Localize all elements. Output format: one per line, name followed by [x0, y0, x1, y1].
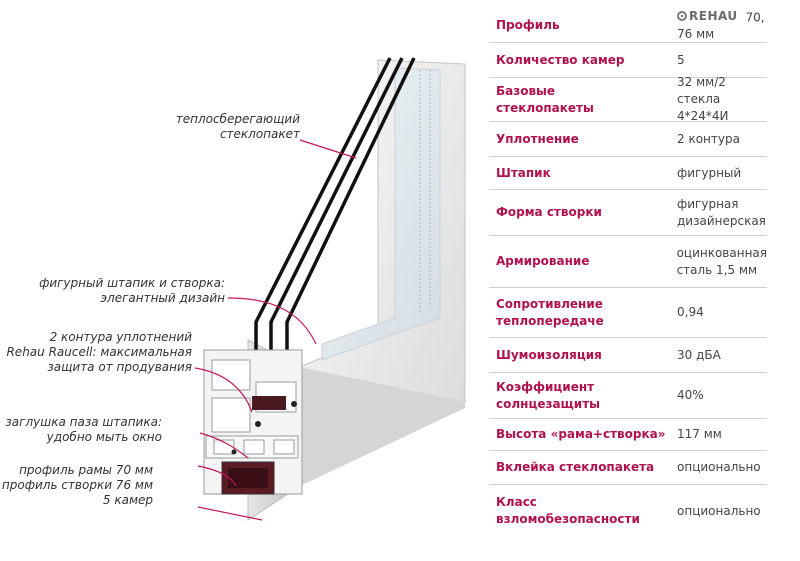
spec-value-line: опционально [677, 503, 761, 518]
spec-label-line: Базовые [496, 83, 556, 98]
spec-value: оцинкованная сталь 1,5 мм [669, 245, 767, 279]
spec-value-line: 117 мм [677, 427, 722, 441]
spec-value: 32 мм/2 стекла 4*24*4И [669, 74, 767, 125]
spec-label-line: Шумоизоляция [496, 347, 602, 362]
spec-label: Штапик [489, 165, 669, 182]
spec-row: Уплотнение 2 контура [489, 122, 767, 157]
spec-value-line: опционально [677, 460, 761, 474]
spec-table: Профиль REHAU 70, 76 мм Количество камер… [489, 9, 767, 537]
spec-label-line: Форма створки [496, 205, 602, 219]
callout-bead-and-sash: фигурный штапик и створка: элегантный ди… [39, 276, 225, 306]
spec-row: Шумоизоляция 30 дБА [489, 338, 767, 373]
callout-line: профиль рамы 70 мм [19, 463, 153, 477]
spec-value-line: оцинкованная [676, 245, 767, 260]
callout-line: удобно мыть окно [46, 430, 162, 444]
spec-label: Вклейка стеклопакета [489, 459, 669, 476]
spec-row: Высота «рама+створка» 117 мм [489, 419, 767, 451]
callout-profile-sizes: профиль рамы 70 мм профиль створки 76 мм… [2, 463, 153, 508]
spec-label-line: солнцезащиты [496, 396, 601, 411]
spec-label-line: Штапик [496, 165, 551, 180]
spec-value-line: 32 мм/2 стекла [677, 75, 726, 106]
spec-value: фигурный [669, 165, 767, 182]
spec-row: Класс взломобезопасности опционально [489, 485, 767, 537]
rehau-logo: REHAU [677, 8, 738, 25]
spec-row-profile: Профиль REHAU 70, 76 мм [489, 9, 767, 43]
spec-row: Вклейка стеклопакета опционально [489, 451, 767, 485]
spec-row: Форма створки фигурная дизайнерская [489, 190, 767, 236]
callout-leader-lines [194, 139, 357, 521]
spec-label: Армирование [489, 253, 669, 270]
callout-line: профиль створки 76 мм [1, 478, 153, 492]
callout-line: теплосберегающий [175, 112, 300, 126]
spec-value: 2 контура [669, 131, 767, 148]
spec-label-line: стеклопакеты [496, 100, 594, 115]
spec-value-line: 0,94 [677, 305, 704, 319]
spec-value-text: 70, 76 мм [677, 10, 765, 42]
spec-value: 5 [669, 52, 767, 69]
spec-value-line: дизайнерская [677, 213, 766, 228]
spec-row: Базовые стеклопакеты 32 мм/2 стекла 4*24*4И [489, 75, 767, 123]
callout-line: 2 контура уплотнений [49, 330, 192, 344]
spec-row: Количество камер 5 [489, 43, 767, 78]
spec-label-line: Вклейка стеклопакета [496, 460, 655, 474]
callout-line: заглушка паза штапика: [5, 415, 162, 429]
spec-value: 0,94 [669, 304, 767, 321]
spec-label-line: Уплотнение [496, 131, 579, 146]
spec-label-line: Коэффициент [496, 379, 595, 394]
window-profile-illustration [194, 57, 466, 521]
callout-seals: 2 контура уплотнений Rehau Raucell: макс… [6, 330, 192, 375]
spec-label: Шумоизоляция [489, 347, 669, 364]
spec-value: опционально [669, 459, 767, 476]
callout-line: Rehau Raucell: максимальная [6, 345, 192, 359]
spec-value-line: сталь 1,5 мм [676, 262, 758, 277]
spec-value: фигурная дизайнерская [669, 196, 767, 230]
spec-row: Штапик фигурный [489, 157, 767, 190]
spec-row: Армирование оцинкованная сталь 1,5 мм [489, 236, 767, 288]
spec-value: 117 мм [669, 426, 767, 443]
spec-value-line: 2 контура [677, 131, 740, 146]
rehau-logo-text: REHAU [689, 8, 738, 23]
spec-label-line: взломобезопасности [496, 512, 640, 526]
spec-label: Профиль [496, 18, 560, 32]
spec-value-line: 5 [677, 52, 685, 67]
spec-value-line: 40% [677, 388, 704, 402]
spec-label: Количество камер [489, 52, 669, 69]
spec-label-line: Армирование [496, 254, 590, 268]
callout-line: защита от продувания [47, 360, 192, 374]
spec-value: REHAU 70, 76 мм [669, 8, 767, 44]
spec-value: 30 дБА [669, 347, 767, 364]
spec-value: опционально [669, 503, 767, 520]
callout-line: элегантный дизайн [100, 291, 225, 305]
callout-glass-unit: теплосберегающий стеклопакет [176, 112, 300, 142]
spec-label-line: теплопередаче [496, 313, 604, 328]
rehau-logo-mark-icon [677, 11, 687, 22]
spec-label: Коэффициент солнцезащиты [489, 379, 669, 413]
spec-value-line: фигурный [677, 165, 742, 180]
callout-line: фигурный штапик и створка: [39, 276, 225, 290]
spec-label: Форма створки [489, 204, 669, 221]
spec-label-line: Высота «рама+створка» [496, 427, 666, 441]
spec-value-line: 4*24*4И [677, 109, 729, 123]
spec-label: Высота «рама+створка» [489, 426, 669, 443]
spec-label: Класс взломобезопасности [489, 494, 669, 528]
callout-line: стеклопакет [219, 127, 300, 141]
spec-row: Коэффициент солнцезащиты 40% [489, 373, 767, 419]
spec-label-line: Класс [496, 495, 537, 509]
spec-label-line: Сопротивление [496, 296, 603, 311]
callout-line: 5 камер [102, 493, 153, 507]
spec-label: Уплотнение [489, 131, 669, 148]
spec-label: Базовые стеклопакеты [489, 83, 669, 117]
spec-value-line: 30 дБА [677, 347, 721, 362]
spec-value-line: фигурная [677, 196, 739, 211]
spec-row: Сопротивление теплопередаче 0,94 [489, 288, 767, 338]
profile-cross-section [203, 349, 303, 495]
spec-value: 40% [669, 387, 767, 404]
spec-label-line: Количество камер [496, 52, 625, 67]
spec-label: Сопротивление теплопередаче [489, 296, 669, 330]
callout-bead-groove-plug: заглушка паза штапика: удобно мыть окно [5, 415, 162, 445]
